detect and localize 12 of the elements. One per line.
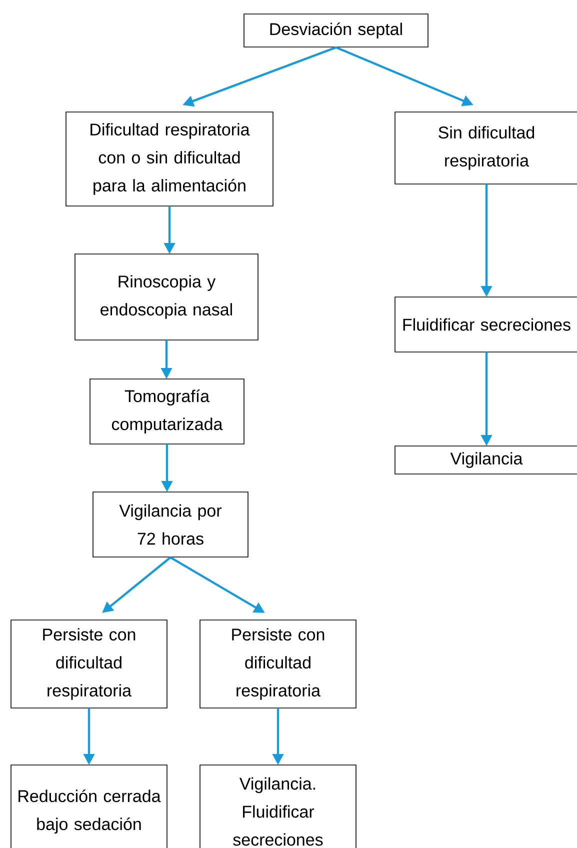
process-box: Dificultad respiratoria con o sin dificultad para la alimentación [66,112,274,206]
process-box: Vigilancia [394,446,577,474]
process-box: Persiste con dificultad respiratoria [10,620,168,708]
process-box: Desviación septal [244,14,428,48]
process-box: Vigilancia. Fluidificar secreciones [200,764,356,848]
process-box: Reducción cerrada bajo sedación [10,764,168,848]
process-box: Persiste con dificultad respiratoria [200,620,356,708]
process-box: Fluidificar secreciones [394,296,577,352]
process-box: Tomografía computarizada [90,378,244,444]
process-box: Sin dificultad respiratoria [394,112,577,184]
process-box: Vigilancia por 72 horas [92,492,248,558]
process-box: Rinoscopia y endoscopia nasal [74,254,258,340]
